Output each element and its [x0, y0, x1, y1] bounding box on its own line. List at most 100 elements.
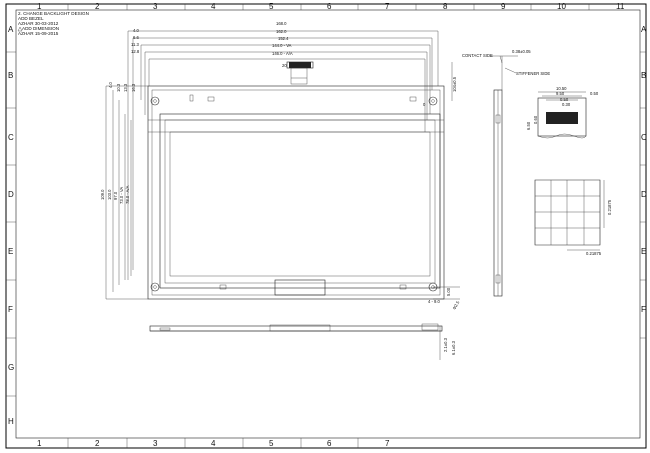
connector-detail-pins — [546, 112, 578, 124]
zone-col-7-bottom: 7 — [385, 439, 390, 448]
offset-6-6: 6.6 — [133, 35, 139, 40]
zone-row-f-right: F — [641, 305, 646, 314]
sheet-inner-border — [15, 9, 641, 439]
mounting-hole-tl — [150, 96, 160, 106]
svg-text:13.3: 13.3 — [123, 83, 128, 92]
zone-row-a-right: A — [641, 25, 647, 34]
conn-dim-10-5: 10.50 — [556, 86, 567, 91]
dim-phi-2-5: Φ2.5 — [452, 299, 461, 310]
zone-col-8: 8 — [443, 2, 448, 11]
dim-168: 168.0 — [276, 21, 287, 26]
svg-text:109.0: 109.0 — [100, 189, 105, 200]
svg-text:73.0 - VA: 73.0 - VA — [119, 187, 124, 204]
zone-col-10: 10 — [557, 2, 566, 11]
zone-column-labels-top: 1 2 3 4 5 6 7 8 9 10 11 — [37, 2, 625, 11]
zone-col-3: 3 — [153, 2, 158, 11]
mounting-hole-bl — [150, 282, 160, 292]
revision-note-2: ADD BEZEL — [18, 16, 44, 21]
revision-note-5: AZHAR 15-09-2015 — [18, 31, 59, 36]
stiffener-side-label: STIFFENER SIDE — [516, 71, 550, 76]
zone-col-6: 6 — [327, 2, 332, 11]
bottom-dim-6-1: 6.1±0.3 — [451, 340, 456, 355]
zone-row-g: G — [8, 363, 14, 372]
dim-146-aa: 146.0 - A/A — [272, 51, 293, 56]
dim-162: 162.0 — [276, 29, 287, 34]
zone-col-1: 1 — [37, 2, 42, 11]
zone-col-5: 5 — [269, 2, 274, 11]
corner-label: 0 — [423, 102, 426, 107]
conn-dim-9-5: 9.50 — [556, 91, 565, 96]
dim-5: 5.00 — [446, 287, 451, 296]
zone-row-d: D — [8, 190, 14, 199]
conn-dim-6-5: 6.50 — [526, 121, 531, 130]
pixel-dim-horizontal: 0.21875 — [586, 251, 602, 256]
zone-row-c: C — [8, 133, 14, 142]
pixel-dim-vertical: 0.21875 — [607, 199, 612, 215]
zone-col-2: 2 — [95, 2, 100, 11]
zone-row-labels-right: A B C D E F — [641, 25, 647, 314]
fpc-pins — [289, 62, 311, 68]
zone-col-9: 9 — [501, 2, 506, 11]
bottom-profile — [149, 325, 443, 332]
pixel-detail: 0.21875 0.21875 — [534, 179, 612, 256]
revision-note-1: 2. CHANGE BACKLIGHT DESIGN — [18, 11, 89, 16]
connector-detail: 10.50 9.50 0.50 0.30 6.50 0.60 0.50 — [526, 86, 599, 139]
front-view: 20 168.0 162.0 152.4 144.0 - VA 146.0 - … — [100, 21, 461, 311]
left-height-lines — [105, 85, 148, 300]
zone-row-a: A — [8, 25, 14, 34]
contact-side-label: CONTACT SIDE — [462, 53, 493, 58]
horizontal-dimension-lines — [127, 30, 439, 280]
zone-ticks — [6, 4, 646, 448]
zone-row-c-right: C — [641, 133, 647, 142]
svg-text:4.0: 4.0 — [108, 82, 113, 88]
viewing-area — [164, 119, 436, 284]
dim-152-4: 152.4 — [278, 36, 289, 41]
zone-col-3-bottom: 3 — [153, 439, 158, 448]
zone-row-e: E — [8, 247, 13, 256]
offset-11-3: 11.3 — [131, 42, 140, 47]
offset-4: 4.0 — [133, 28, 139, 33]
lcd-glass — [159, 113, 441, 289]
svg-text:78.0 - A/A: 78.0 - A/A — [125, 185, 130, 204]
connector-pin-label: 20 — [282, 63, 287, 68]
mounting-hole-tr — [428, 96, 438, 106]
bottom-connector — [274, 279, 326, 296]
side-thickness: 0.38±0.05 — [512, 49, 531, 54]
left-vertical-small-dims: 4.0 10.3 13.3 16.3 — [108, 82, 136, 92]
zone-col-7: 7 — [385, 2, 390, 11]
sheet-border — [5, 3, 647, 449]
revision-note-3: AZHAR 30-03-2012 — [18, 21, 59, 26]
zone-row-f: F — [8, 305, 13, 314]
dim-144-va: 144.0 - VA — [272, 43, 292, 48]
dim-right-side: 104±0.5 — [452, 76, 457, 92]
zone-col-4-bottom: 4 — [211, 439, 216, 448]
bottom-view: 2.1±0.3 6.1±0.3 — [149, 323, 456, 360]
revision-triangle-icon — [17, 26, 23, 32]
zone-col-4: 4 — [211, 2, 216, 11]
left-height-dims: 109.0 103.0 97.0 73.0 - VA 78.0 - A/A — [100, 185, 130, 204]
svg-text:16.3: 16.3 — [131, 83, 136, 92]
zone-row-e-right: E — [641, 247, 646, 256]
zone-column-labels-bottom: 1 2 3 4 5 6 7 — [37, 439, 390, 448]
zone-col-2-bottom: 2 — [95, 439, 100, 448]
conn-dim-0-5: 0.50 — [560, 97, 569, 102]
svg-text:97.0: 97.0 — [113, 191, 118, 200]
zone-col-1-bottom: 1 — [37, 439, 42, 448]
zone-col-5-bottom: 5 — [269, 439, 274, 448]
svg-text:10.3: 10.3 — [116, 83, 121, 92]
zone-row-h: H — [8, 417, 14, 426]
bezel-frame — [151, 89, 441, 296]
side-view: 0.38±0.05 CONTACT SIDE STIFFENER SIDE — [462, 49, 550, 297]
revision-note-4: ADD DIMENSION — [22, 26, 59, 31]
active-area — [169, 131, 431, 277]
zone-row-d-right: D — [641, 190, 647, 199]
zone-col-6-bottom: 6 — [327, 439, 332, 448]
revision-notes: 2. CHANGE BACKLIGHT DESIGN ADD BEZEL AZH… — [17, 11, 89, 36]
conn-dim-0-6: 0.60 — [533, 115, 538, 124]
svg-text:103.0: 103.0 — [107, 189, 112, 200]
zone-col-11: 11 — [616, 2, 625, 11]
dim-4-holes: 4 - 9.0 — [428, 299, 441, 304]
conn-dim-0-5-right: 0.50 — [590, 91, 599, 96]
zone-row-labels-left: A B C D E F G H — [8, 25, 14, 426]
